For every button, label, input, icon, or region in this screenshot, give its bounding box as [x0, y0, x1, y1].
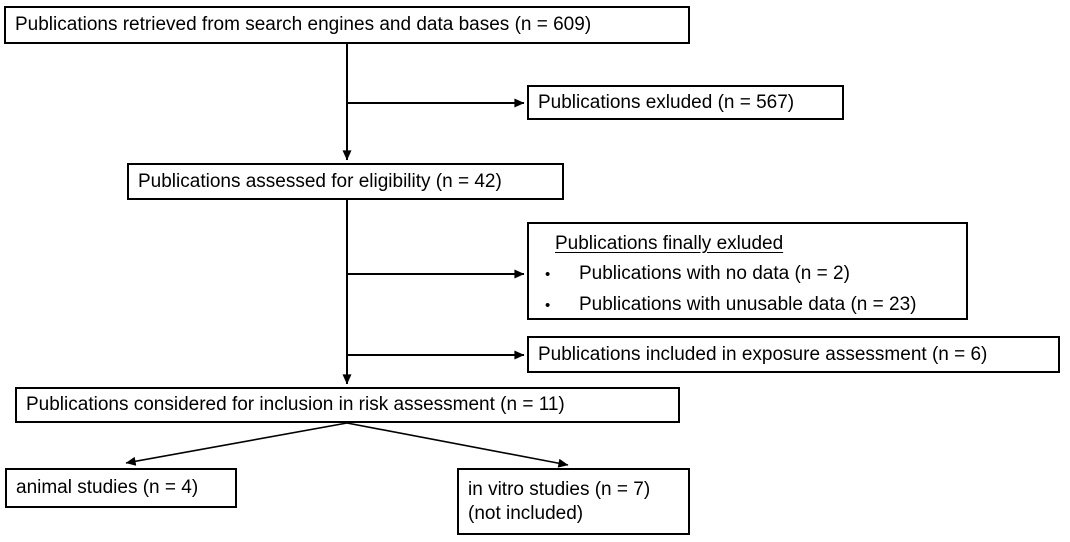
node-publications-assessed-label: Publications assessed for eligibility (n… — [138, 170, 502, 192]
node-publications-risk-assessment: Publications considered for inclusion in… — [15, 387, 680, 423]
bullet-icon: • — [545, 297, 551, 314]
node-publications-exposure-assessment: Publications included in exposure assess… — [527, 336, 1060, 373]
node-finally-excluded-title: Publications finally exluded — [555, 233, 784, 254]
node-animal-studies-label: animal studies (n = 4) — [16, 477, 199, 499]
list-item: • Publications with unusable data (n = 2… — [541, 290, 954, 321]
list-item: • Publications with no data (n = 2) — [541, 259, 954, 290]
node-animal-studies: animal studies (n = 4) — [5, 468, 237, 508]
arrow-risk-to-animal — [125, 422, 348, 466]
node-publications-retrieved: Publications retrieved from search engin… — [4, 6, 690, 44]
node-publications-assessed: Publications assessed for eligibility (n… — [127, 163, 564, 200]
node-publications-excluded-label: Publications exluded (n = 567) — [538, 91, 795, 113]
bullet-icon: • — [545, 266, 551, 283]
bullet-text-no-data: Publications with no data (n = 2) — [579, 263, 850, 284]
node-publications-retrieved-label: Publications retrieved from search engin… — [15, 14, 592, 36]
node-publications-excluded: Publications exluded (n = 567) — [527, 85, 844, 120]
arrow-risk-to-invitro — [346, 422, 569, 468]
node-publications-finally-excluded: Publications finally exluded • Publicati… — [527, 222, 968, 320]
node-risk-label: Publications considered for inclusion in… — [26, 394, 565, 416]
node-in-vitro-studies-note: (not included) — [468, 502, 584, 524]
node-in-vitro-studies-label: in vitro studies (n = 7) — [468, 478, 651, 500]
node-in-vitro-studies: in vitro studies (n = 7) (not included) — [457, 468, 690, 535]
node-exposure-label: Publications included in exposure assess… — [538, 343, 988, 365]
bullet-text-unusable-data: Publications with unusable data (n = 23) — [579, 294, 917, 315]
